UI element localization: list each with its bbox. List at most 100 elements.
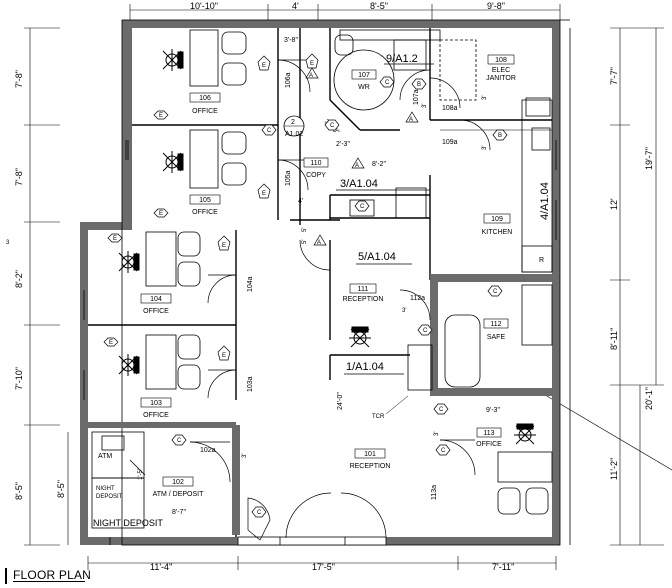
room-name: WR <box>358 84 370 91</box>
tcr-label: TCR <box>372 414 385 420</box>
tag-c-icon: C <box>487 285 503 297</box>
room-number: 107 <box>358 72 370 79</box>
room-name: ATM / DEPOSIT <box>153 491 205 498</box>
dim-label: 8'-5" <box>56 480 66 498</box>
room-number: 103 <box>150 400 162 407</box>
section-ref: 3/A1.04 <box>340 178 378 190</box>
dim-label: 8'-5" <box>370 1 388 11</box>
dim-label: 8'-2" <box>14 270 24 288</box>
section-ref: 9/A1.2 <box>386 53 418 65</box>
hex-tag-icon: E <box>107 233 123 243</box>
title-marker <box>5 568 7 584</box>
door-tags: 106a 105a 104a 103a 102a 107a 108a 109a … <box>200 72 458 500</box>
section-ref: 5/A1.04 <box>358 251 396 263</box>
dim-label: 3' <box>422 104 428 108</box>
room-name: RECEPTION <box>343 296 384 303</box>
svg-text:E: E <box>113 236 117 242</box>
room-name: COPY <box>306 172 326 179</box>
door-tag: 107a <box>413 89 420 105</box>
svg-text:A: A <box>355 163 359 169</box>
door-tag: 104a <box>247 276 254 292</box>
storefront-window <box>109 536 387 546</box>
svg-text:E: E <box>159 211 163 217</box>
door-tag: 113a <box>431 485 438 500</box>
dim-label: 9'-8" <box>487 1 505 11</box>
top-dimension-labels: 10'-10" 4' 8'-5" 9'-8" <box>190 1 505 11</box>
tag-a-icon: A <box>405 111 419 123</box>
tag-a-icon: A <box>351 157 365 169</box>
dim-label: 1'-5" <box>138 468 144 480</box>
room-name: SAFE <box>487 334 506 341</box>
svg-text:A: A <box>317 240 321 246</box>
room-name: OFFICE <box>143 412 169 419</box>
svg-text:A: A <box>309 73 313 79</box>
dim-label: 24'-0" <box>337 392 344 410</box>
room-name: ELEC <box>492 67 510 74</box>
dim-label: 5' <box>302 240 308 244</box>
dim-label: 7'-8" <box>14 168 24 186</box>
chair-icon <box>118 354 140 376</box>
tag-c-icon: C <box>379 76 395 88</box>
svg-text:C: C <box>423 328 428 334</box>
door-tag: 112a <box>410 295 425 302</box>
room-name: JANITOR <box>486 75 516 82</box>
room-name: RECEPTION <box>350 463 391 470</box>
left-dimension-labels: 7'-8" 7'-8" 8'-2" 7'-10" 8'-5" 8'-5" 3 <box>6 70 66 500</box>
door-tag: 108a <box>442 105 458 112</box>
chair-icon <box>162 49 184 71</box>
dim-label: 3'-8" <box>284 37 298 44</box>
svg-text:C: C <box>439 407 444 413</box>
dim-label: 8'-7" <box>172 509 186 516</box>
tag-e-icon: E <box>217 235 231 251</box>
dim-label: 3' <box>402 308 406 314</box>
dim-label: 10'-10" <box>190 1 218 11</box>
svg-text:B: B <box>498 133 502 139</box>
dim-label: 17'-5" <box>312 562 335 572</box>
chair-icon <box>514 423 536 445</box>
hex-tag-icon: E <box>103 337 119 347</box>
door-tag: 106a <box>285 72 292 88</box>
svg-text:B: B <box>417 82 421 88</box>
dim-label: 7'-7" <box>609 67 619 85</box>
room-name: OFFICE <box>143 308 169 315</box>
chair-icon <box>118 251 140 273</box>
dim-label: 4' <box>298 198 303 205</box>
dim-label: 3' <box>434 432 440 436</box>
window-marks <box>83 140 557 400</box>
tag-e-icon: E <box>257 55 271 71</box>
tag-b-icon: B <box>411 78 427 90</box>
atm-label: ATM <box>98 453 112 460</box>
tag-c-icon: C <box>433 403 449 415</box>
svg-text:E: E <box>262 63 266 69</box>
dim-label: 9'-3" <box>486 407 500 414</box>
tag-b-icon: B <box>492 129 508 141</box>
tag-c-icon: C <box>251 506 267 518</box>
door-tag: 109a <box>442 139 458 146</box>
chair-icon <box>162 151 184 173</box>
misc-labels: ATM NIGHT DEPOSIT NIGHT DEPOSIT TCR R <box>93 257 544 528</box>
furniture <box>91 29 553 529</box>
svg-text:C: C <box>267 128 272 134</box>
chair-icons <box>118 49 536 445</box>
svg-text:E: E <box>310 61 314 67</box>
night-label: NIGHT <box>96 486 115 492</box>
dimension-lines <box>24 4 672 570</box>
room-number: 108 <box>495 57 507 64</box>
room-name: OFFICE <box>476 441 502 448</box>
door-swings <box>189 59 491 541</box>
svg-text:C: C <box>257 510 262 516</box>
svg-text:E: E <box>222 353 226 359</box>
door-tag: 105a <box>285 170 292 186</box>
drawing-title-block: FLOOR PLAN <box>5 566 155 586</box>
refrigerator-label: R <box>539 257 544 264</box>
dim-label: 11'-4" <box>150 562 172 572</box>
room-number: 104 <box>150 296 162 303</box>
tag-c-icon: C <box>171 434 187 446</box>
room-number: 106 <box>199 95 211 102</box>
svg-text:E: E <box>159 113 163 119</box>
tag-a-icon: A <box>305 67 319 79</box>
svg-text:E: E <box>222 243 226 249</box>
bottom-dimension-labels: 11'-4" 17'-5" 7'-11" <box>150 562 514 572</box>
elevation-tag: 2 A1.02 <box>283 115 305 138</box>
